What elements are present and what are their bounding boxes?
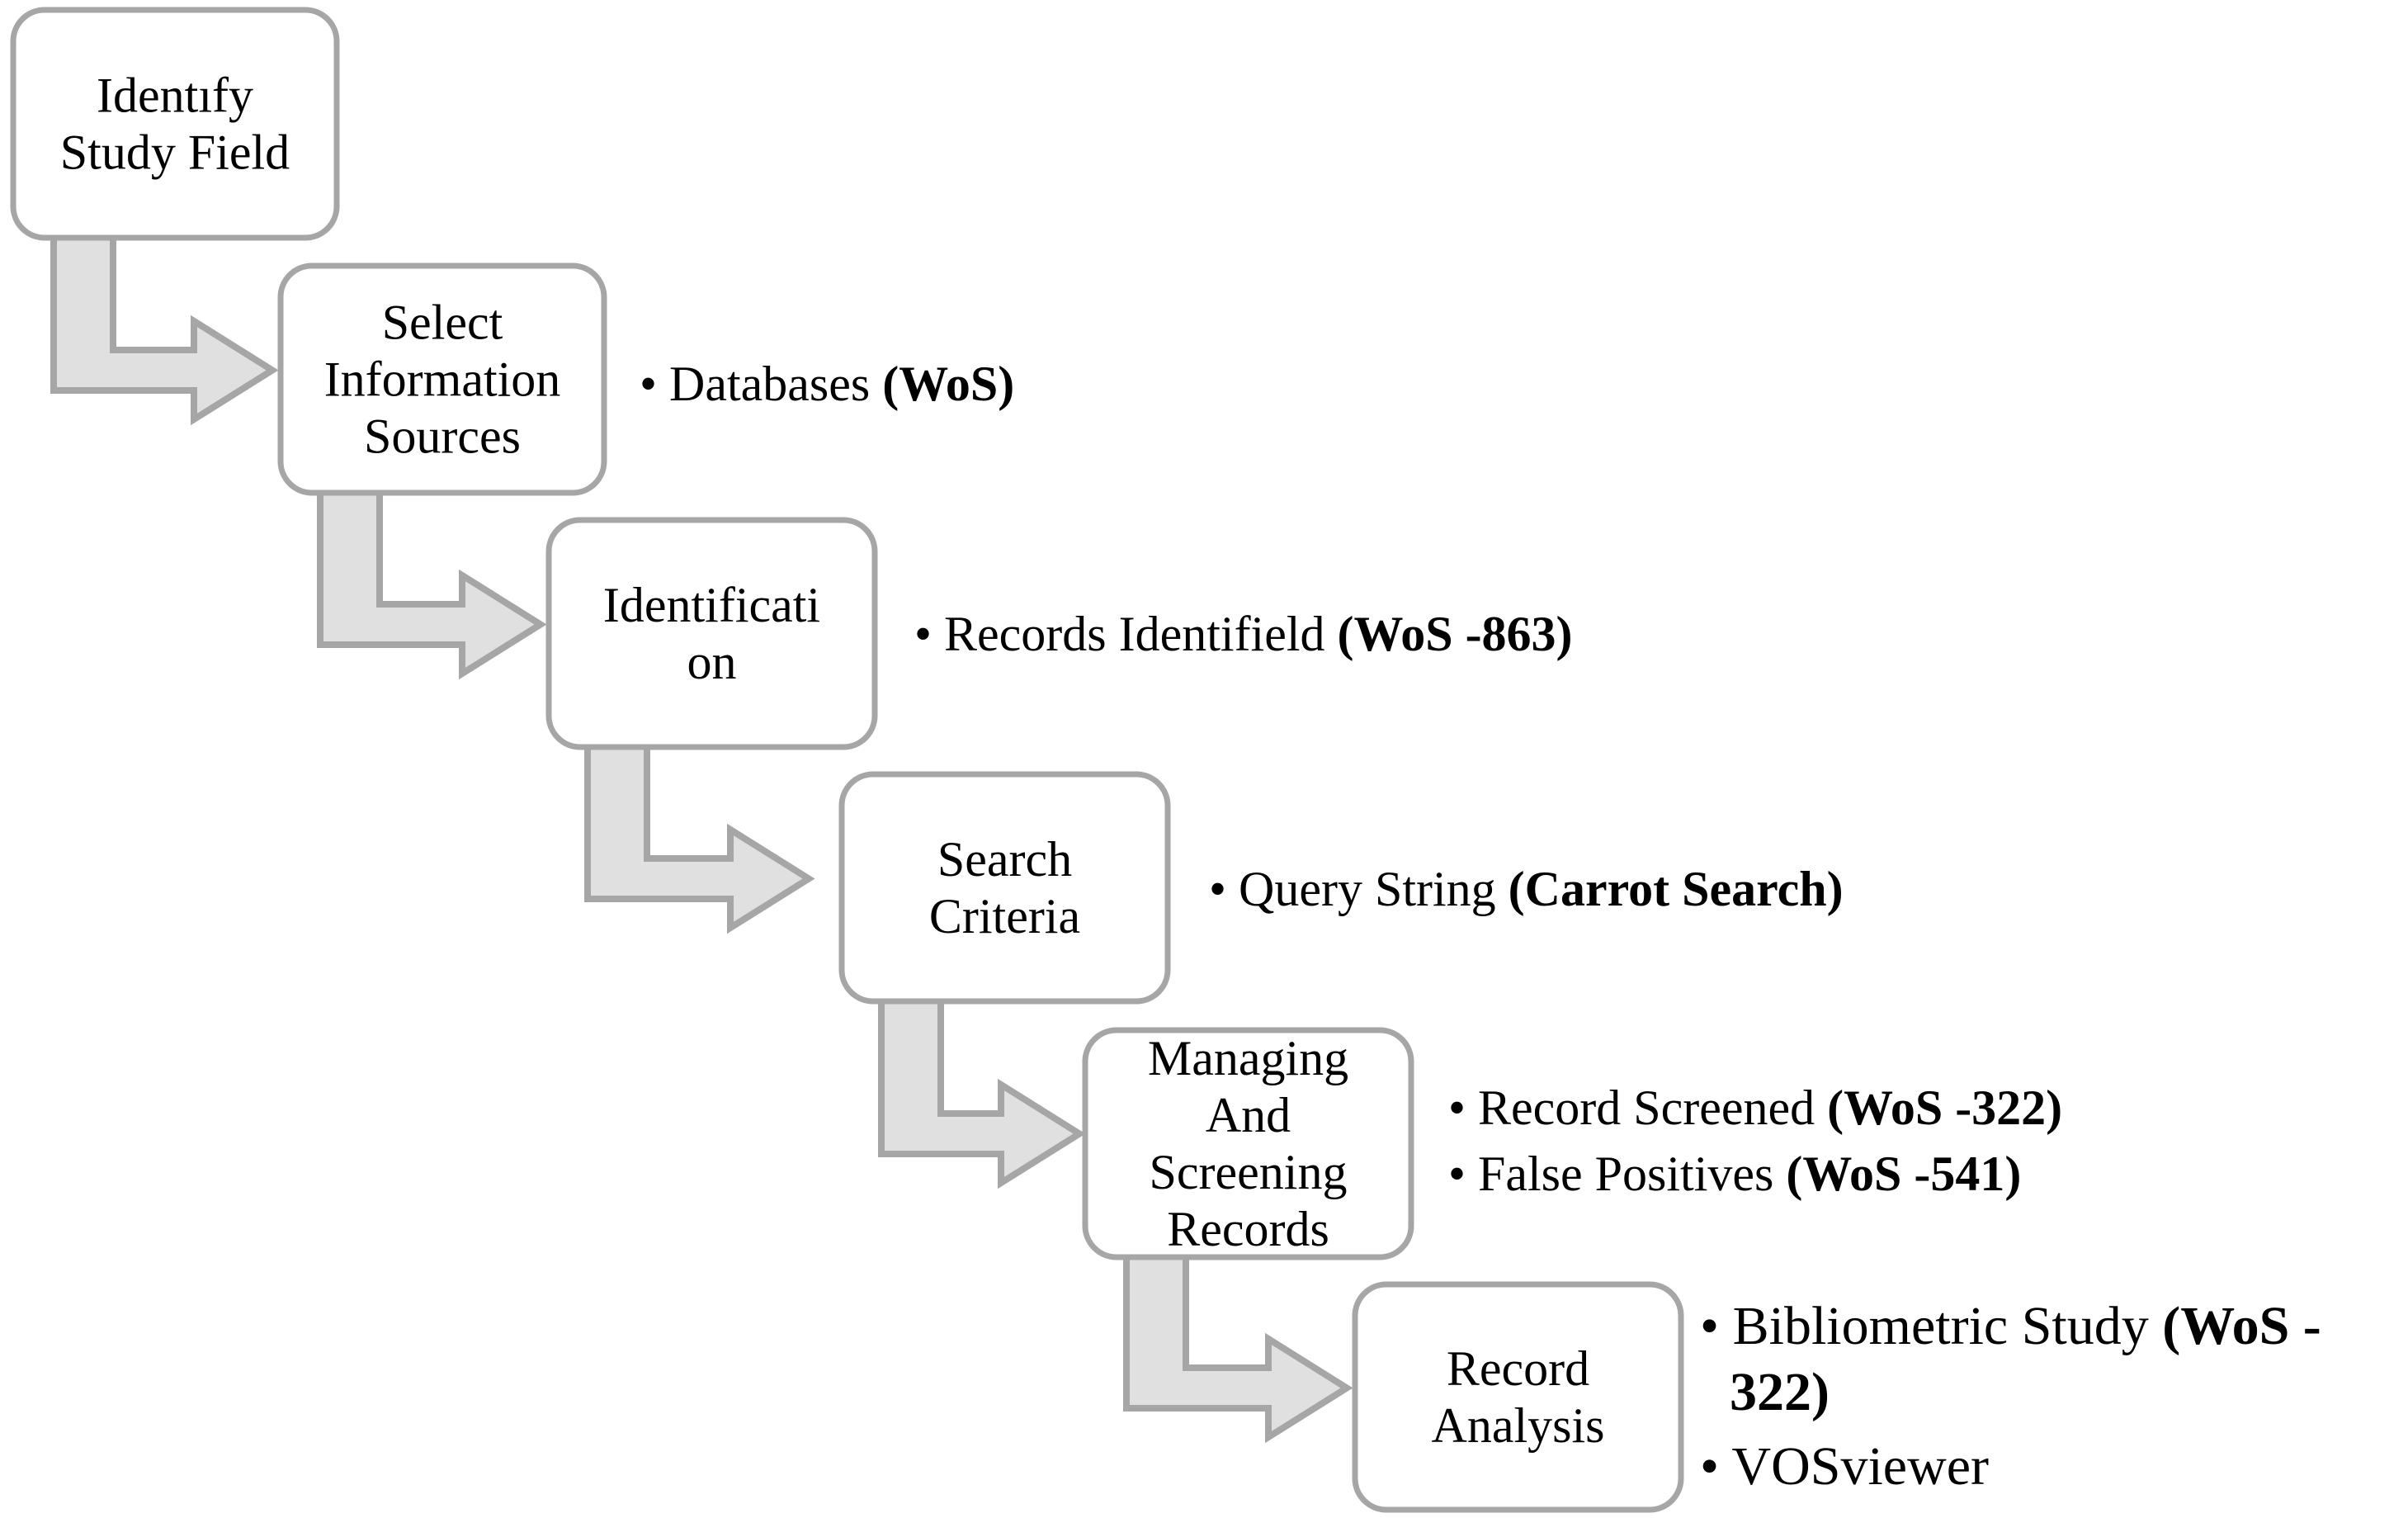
note-value: (WoS - — [2162, 1296, 2321, 1356]
note-value: (WoS -541) — [1786, 1147, 2021, 1201]
step-box-frame — [1352, 1281, 1684, 1513]
notes-layer: • Databases (WoS)• Records Identifield (… — [640, 357, 2321, 1497]
step-label-line: Record — [1447, 1341, 1589, 1396]
step-note: • Databases (WoS) — [640, 357, 1014, 411]
step-label-line: Identificati — [603, 578, 820, 632]
step-box-frame — [10, 7, 340, 241]
note-value: (WoS -322) — [1827, 1081, 2062, 1135]
bullet-glyph: • — [914, 607, 944, 661]
step-label-line: And — [1206, 1088, 1291, 1142]
step-label-line: Study Field — [60, 125, 290, 180]
arrows-layer — [50, 228, 1353, 1444]
step-note: • Query String (Carrot Search) — [1209, 862, 1844, 916]
step-label-line: Identıfy — [97, 69, 253, 123]
note-text: False Positives — [1478, 1147, 1786, 1201]
step-box-frame — [545, 517, 878, 750]
step-label-line: Managing — [1148, 1031, 1348, 1085]
step-label-line: Criteria — [929, 889, 1080, 943]
note-value: (Carrot Search) — [1509, 862, 1844, 916]
step-arrow-1 — [50, 228, 279, 426]
bullet-glyph: • — [1448, 1081, 1478, 1135]
step-note: • VOSviewer — [1700, 1436, 1989, 1497]
step-note: • Record Screened (WoS -322) — [1448, 1081, 2062, 1135]
note-text: Query String — [1239, 862, 1509, 916]
note-text: Databases — [669, 357, 882, 411]
step-box-frame — [277, 262, 607, 496]
step-label-line: Analysis — [1432, 1398, 1605, 1453]
note-text: VOSviewer — [1731, 1436, 1989, 1497]
bullet-glyph: • — [1209, 862, 1239, 916]
bullet-glyph: • — [640, 357, 669, 411]
step-label-line: Information — [324, 352, 561, 407]
bullet-glyph: • — [1700, 1296, 1733, 1356]
step-arrow-4 — [878, 991, 1086, 1189]
step-label-line: Screening — [1150, 1145, 1348, 1199]
step-note: • Bibliometric Study (WoS - — [1700, 1296, 2321, 1356]
note-text: Record Screened — [1478, 1081, 1827, 1135]
step-box-frame — [1082, 1027, 1414, 1260]
note-text: Bibliometric Study — [1733, 1296, 2163, 1356]
step-label-line: on — [687, 635, 737, 689]
bullet-glyph: • — [1448, 1147, 1478, 1201]
note-value: (WoS) — [882, 357, 1014, 411]
bullet-glyph: • — [1700, 1436, 1731, 1497]
step-note: • False Positives (WoS -541) — [1448, 1147, 2021, 1201]
step-label-line: Select — [382, 296, 503, 350]
note-text: Records Identifield — [944, 607, 1338, 661]
step-label-line: Search — [937, 832, 1072, 887]
step-box-frame — [838, 771, 1171, 1005]
note-value-continuation: 322) — [1730, 1362, 1830, 1422]
step-arrow-2 — [317, 484, 547, 680]
note-value: (WoS -863) — [1338, 607, 1573, 661]
step-arrow-3 — [584, 738, 815, 934]
step-label-line: Records — [1167, 1202, 1329, 1256]
step-note: • Records Identifield (WoS -863) — [914, 607, 1573, 661]
step-arrow-5 — [1123, 1247, 1353, 1444]
step-label-line: Sources — [364, 409, 521, 464]
